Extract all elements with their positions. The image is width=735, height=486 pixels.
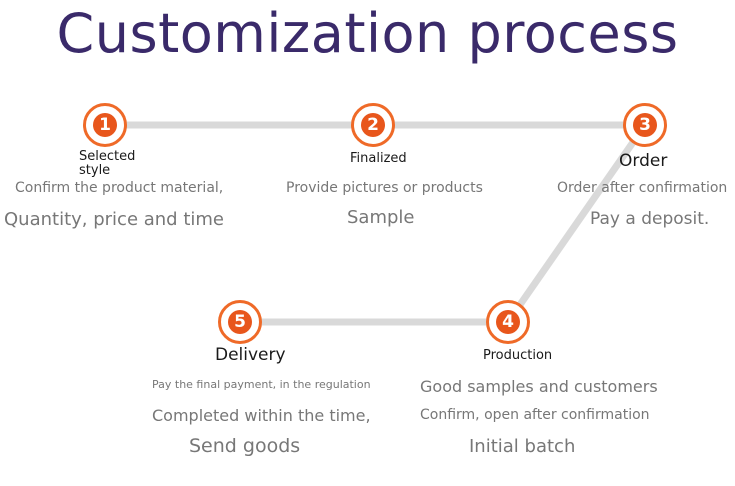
step-1-name: Selected style — [79, 149, 136, 178]
step-3-line-1: Order after confirmation — [557, 180, 728, 196]
connector-3-4 — [505, 123, 648, 324]
step-2-number: 2 — [361, 113, 385, 137]
step-4-line-1: Good samples and customers — [420, 377, 658, 396]
step-2-node: 2 — [351, 103, 395, 147]
step-1-number: 1 — [93, 113, 117, 137]
step-3-node: 3 — [623, 103, 667, 147]
step-4-number: 4 — [496, 310, 520, 334]
step-3-number: 3 — [633, 113, 657, 137]
step-4-name: Production — [483, 348, 553, 363]
step-1-line-1: Confirm the product material, — [15, 180, 224, 196]
step-5-line-1: Pay the final payment, in the regulation — [152, 378, 371, 391]
step-4-node: 4 — [486, 300, 530, 344]
step-3-name: Order — [619, 151, 668, 171]
step-1-line-2: Quantity, price and time — [4, 209, 224, 230]
step-5-line-3: Send goods — [189, 435, 301, 457]
step-5-node: 5 — [218, 300, 262, 344]
step-5-name: Delivery — [215, 345, 286, 365]
step-5-line-2: Completed within the time, — [152, 406, 371, 425]
step-2-line-1: Provide pictures or products — [286, 180, 483, 196]
step-5-number: 5 — [228, 310, 252, 334]
step-1-node: 1 — [83, 103, 127, 147]
page-title: Customization process — [56, 2, 679, 65]
step-4-line-2: Confirm, open after confirmation — [420, 407, 650, 423]
step-2-line-2: Sample — [347, 207, 415, 228]
step-2-name: Finalized — [350, 151, 407, 166]
step-3-line-2: Pay a deposit. — [590, 209, 710, 229]
step-4-line-3: Initial batch — [469, 436, 576, 457]
